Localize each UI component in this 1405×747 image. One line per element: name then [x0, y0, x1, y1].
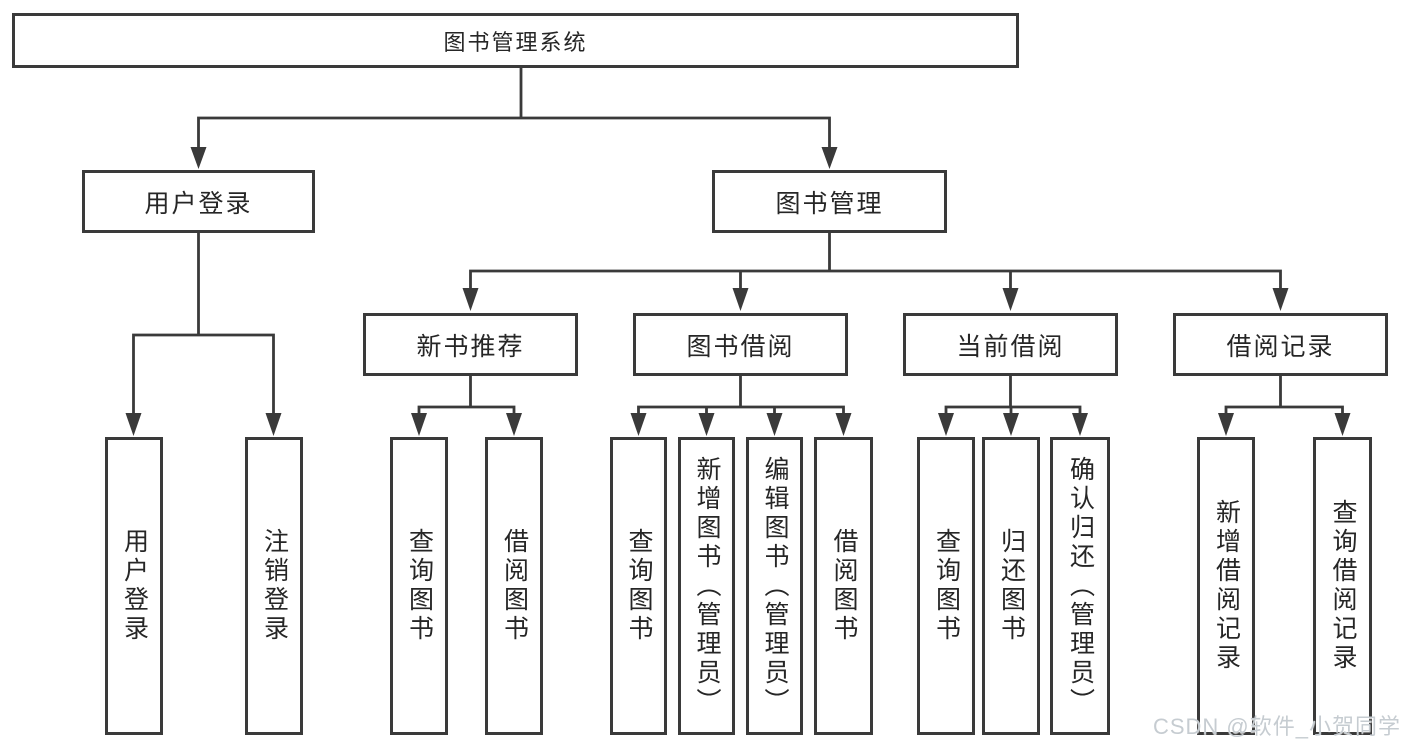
arrowhead-cur-confirm: [1072, 413, 1088, 436]
connector-mgmt-to-level3: [469, 231, 1282, 292]
arrowhead-borrow-records: [1272, 288, 1289, 311]
arrowheads: [125, 147, 1351, 436]
arrowhead-bor-query: [630, 413, 647, 436]
node-root-system: 图书管理系统: [12, 13, 1019, 68]
arrowhead-bor-add: [698, 413, 715, 436]
connector-login-to-leaves: [132, 231, 275, 417]
arrowhead-mgmt: [821, 147, 838, 169]
connector-current-to-leaves: [944, 374, 1082, 417]
node-leaf-confirm-return-admin: 确认归还（管理员）: [1050, 437, 1110, 735]
node-leaf-add-borrow-record: 新增借阅记录: [1197, 437, 1255, 735]
arrowhead-current-borrow: [1002, 288, 1019, 311]
arrowhead-cur-return: [1003, 413, 1019, 436]
node-leaf-borrow-books-recommend: 借阅图书: [485, 437, 543, 735]
arrowhead-logout: [265, 413, 282, 436]
node-leaf-query-books-borrow: 查询图书: [610, 437, 667, 735]
node-leaf-add-books-admin: 新增图书（管理员）: [678, 437, 735, 735]
node-leaf-borrow-books: 借阅图书: [814, 437, 873, 735]
node-leaf-logout: 注销登录: [245, 437, 303, 735]
node-leaf-query-books-current: 查询图书: [917, 437, 975, 735]
connector-borrow-to-leaves: [637, 374, 845, 417]
arrowhead-cur-query: [938, 413, 954, 436]
connector-recommend-to-leaves: [417, 374, 516, 417]
node-leaf-query-books-recommend: 查询图书: [390, 437, 448, 735]
node-current-borrow: 当前借阅: [903, 313, 1118, 376]
connector-records-to-leaves: [1224, 374, 1344, 417]
node-leaf-edit-books-admin: 编辑图书（管理员）: [746, 437, 803, 735]
node-leaf-user-login: 用户登录: [105, 437, 163, 735]
node-leaf-return-books: 归还图书: [982, 437, 1040, 735]
arrowhead-bor-edit: [766, 413, 783, 436]
node-borrow-records: 借阅记录: [1173, 313, 1388, 376]
node-user-login-module: 用户登录: [82, 170, 315, 233]
arrowhead-user-login: [125, 413, 142, 436]
connector-root-to-level2: [197, 66, 831, 150]
node-new-book-recommend: 新书推荐: [363, 313, 578, 376]
arrowhead-hist-add: [1218, 413, 1234, 436]
node-book-borrow: 图书借阅: [633, 313, 848, 376]
arrowhead-bor-borrow: [835, 413, 852, 436]
csdn-watermark: CSDN @软件_小贺同学: [1152, 714, 1401, 739]
arrowhead-book-borrow: [732, 288, 749, 311]
arrowhead-rec-borrow: [506, 413, 522, 436]
arrowhead-recommend: [462, 288, 479, 311]
node-book-management-module: 图书管理: [712, 170, 947, 233]
arrowhead-hist-query: [1334, 413, 1351, 436]
arrowhead-rec-query: [411, 413, 427, 436]
node-leaf-query-borrow-record: 查询借阅记录: [1313, 437, 1372, 735]
arrowhead-login: [190, 147, 207, 169]
